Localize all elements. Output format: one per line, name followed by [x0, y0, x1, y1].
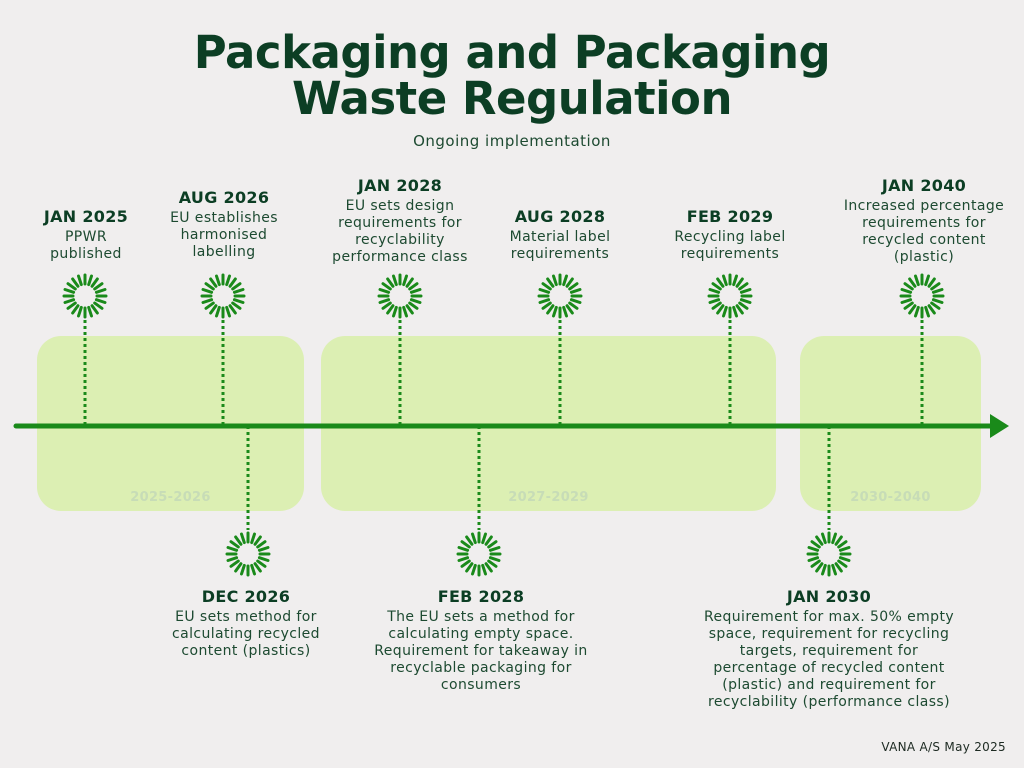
event-date: JAN 2028 [357, 176, 443, 195]
event-date: AUG 2028 [514, 207, 606, 226]
page-title: Packaging and Packaging Waste Regulation [0, 30, 1024, 122]
event-date: DEC 2026 [201, 587, 291, 606]
page-subtitle: Ongoing implementation [413, 132, 611, 150]
event-date: FEB 2028 [437, 587, 525, 606]
event-date: FEB 2029 [686, 207, 774, 226]
title-line-1: Packaging and Packaging [193, 26, 831, 79]
sunburst-icon [456, 531, 502, 577]
footer-credit: VANA A/S May 2025 [881, 740, 1006, 754]
sunburst-icon [899, 273, 945, 319]
period-label: 2025-2026 [130, 490, 211, 505]
sunburst-icon [225, 531, 271, 577]
sunburst-icon [806, 531, 852, 577]
sunburst-icon [62, 273, 108, 319]
sunburst-icon [377, 273, 423, 319]
period-label: 2027-2029 [508, 490, 589, 505]
event-date: JAN 2040 [881, 176, 967, 195]
sunburst-icon [707, 273, 753, 319]
event-date: JAN 2030 [786, 587, 872, 606]
sunburst-icon [537, 273, 583, 319]
period-label: 2030-2040 [850, 490, 931, 505]
arrow-head-icon [990, 414, 1009, 438]
event-date: JAN 2025 [43, 207, 129, 226]
title-line-2: Waste Regulation [292, 72, 732, 125]
sunburst-icon [200, 273, 246, 319]
event-date: AUG 2026 [178, 188, 270, 207]
